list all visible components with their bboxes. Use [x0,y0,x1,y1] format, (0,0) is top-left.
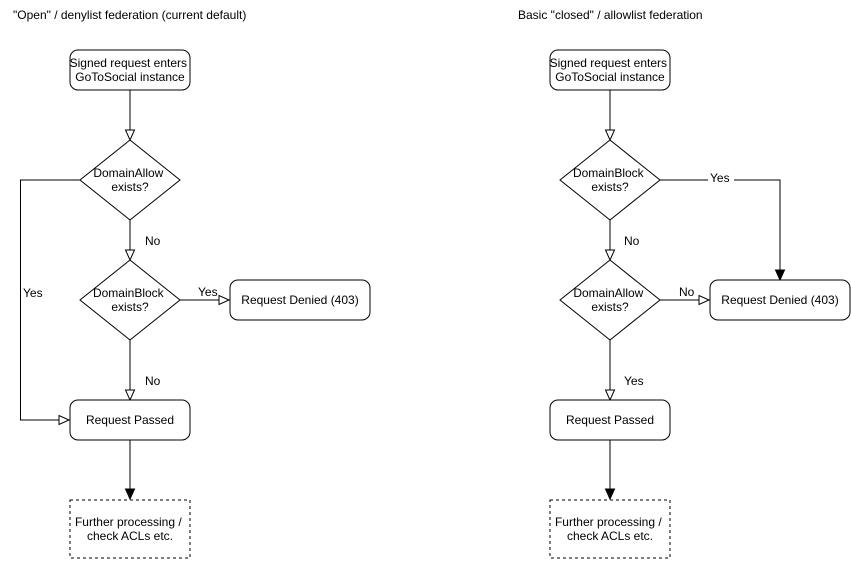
decision-diamond [559,259,661,341]
edge-label-decision1-down: No [624,234,640,248]
node-further-text: Further processing / check ACLs etc. [75,515,185,543]
arrowhead-hollow-down-icon [124,129,136,142]
edge-label-decision1-side: Yes [23,286,43,300]
node-decision-domainallow: DomainAllow exists? [559,259,661,341]
node-further-text: Further processing / check ACLs etc. [555,515,665,543]
decision-line2: exists? [111,180,149,194]
decision-text: DomainBlock exists? [93,286,167,314]
node-start: Signed request enters GoToSocial instanc… [69,49,191,91]
node-passed-text: Request Passed [86,413,174,427]
node-start-line2: GoToSocial instance [75,70,185,84]
node-passed-box [69,399,191,441]
arrowhead-filled-down-icon [604,488,616,501]
arrowhead-hollow-down-icon [604,249,616,262]
edge-decision1-yes-to-denied [660,179,781,270]
decision-line2: exists? [591,180,629,194]
node-start-line2: GoToSocial instance [555,70,665,84]
node-request-denied: Request Denied (403) [709,279,851,321]
node-denied-box [709,279,851,321]
decision-diamond [79,259,181,341]
node-start-text: Signed request enters GoToSocial instanc… [550,56,671,84]
arrowhead-hollow-right-icon [218,294,231,306]
arrowhead-hollow-right-icon [58,414,71,426]
node-start: Signed request enters GoToSocial instanc… [549,49,671,91]
node-further-line2: check ACLs etc. [567,529,653,543]
node-decision-domainblock: DomainBlock exists? [79,259,181,341]
arrowhead-filled-down-icon [774,269,786,282]
node-passed-box [549,399,671,441]
edge-label-decision1-side: Yes [710,171,730,185]
decision-text: DomainAllow exists? [93,166,166,194]
decision-line1: DomainAllow [573,286,643,300]
node-decision-domainblock: DomainBlock exists? [559,139,661,221]
edge-decision1-yes-loop-to-passed [20,179,80,421]
node-start-text: Signed request enters GoToSocial instanc… [70,56,191,84]
node-start-box [549,49,671,91]
node-decision-domainallow: DomainAllow exists? [79,139,181,221]
edge-label-decision2-side: No [679,285,695,299]
decision-text: DomainBlock exists? [573,166,647,194]
node-denied-box [229,279,371,321]
flowchart-open-denylist: "Open" / denylist federation (current de… [13,8,371,559]
edge-label-background [708,172,734,185]
node-further-processing: Further processing / check ACLs etc. [549,499,671,559]
arrowhead-hollow-down-icon [124,389,136,402]
arrowhead-hollow-down-icon [604,389,616,402]
chart-title: "Open" / denylist federation (current de… [13,8,246,22]
arrowhead-filled-down-icon [124,488,136,501]
node-start-line1: Signed request enters [70,56,187,70]
node-request-passed: Request Passed [69,399,191,441]
decision-line1: DomainBlock [573,166,645,180]
node-further-processing: Further processing / check ACLs etc. [69,499,191,559]
node-denied-text: Request Denied (403) [721,293,838,307]
decision-line1: DomainBlock [93,286,165,300]
node-further-line2: check ACLs etc. [87,529,173,543]
chart-title: Basic "closed" / allowlist federation [518,8,703,22]
node-start-box [69,49,191,91]
arrowhead-hollow-down-icon [124,249,136,262]
decision-line2: exists? [111,300,149,314]
edge-label-decision2-down: Yes [624,374,644,388]
node-denied-text: Request Denied (403) [241,293,358,307]
edge-label-background [22,287,46,300]
edge-label-decision1-down: No [145,234,161,248]
edge-label-decision2-side: Yes [198,285,218,299]
decision-text: DomainAllow exists? [573,286,646,314]
arrowhead-hollow-down-icon [604,129,616,142]
node-further-box [549,499,671,559]
edge-label-decision2-down: No [145,374,161,388]
node-further-box [69,499,191,559]
node-passed-text: Request Passed [566,413,654,427]
node-further-line1: Further processing / [555,515,662,529]
arrowhead-hollow-right-icon [698,294,711,306]
decision-diamond [79,139,181,221]
node-further-line1: Further processing / [75,515,182,529]
node-start-line1: Signed request enters [550,56,667,70]
node-request-denied: Request Denied (403) [229,279,371,321]
decision-line2: exists? [591,300,629,314]
decision-diamond [559,139,661,221]
flowchart-closed-allowlist: Basic "closed" / allowlist federation No… [518,8,851,559]
node-request-passed: Request Passed [549,399,671,441]
decision-line1: DomainAllow [93,166,163,180]
